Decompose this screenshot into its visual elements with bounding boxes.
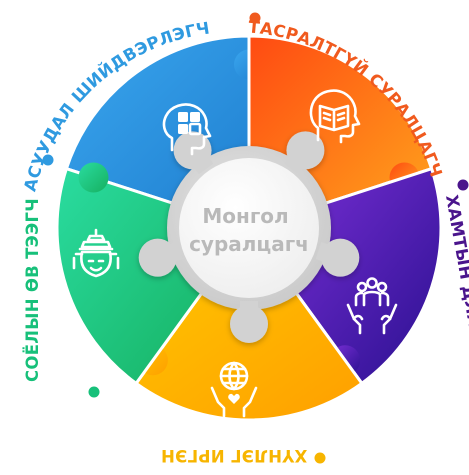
svg-text:ХАМТЫН ДЛАГАТАЙ ИРГЭН: ХАМТЫН ДЛАГАТАЙ ИРГЭН [442,193,469,459]
group-hands-icon [346,277,398,335]
gear-tooth [230,305,268,343]
bullet-dot-icon [42,154,54,166]
head-puzzle-icon [162,103,212,156]
gear-tooth-stem [315,241,339,265]
head-book-icon [309,89,361,144]
svg-text:ХҮНЛЭГ ИРГЭН: ХҮНЛЭГ ИРГЭН [161,446,307,465]
svg-text:Монгол суралцагч: Монгол суралцагч [189,204,309,256]
gear-tooth-stem [240,301,258,319]
puzzle-knob [78,162,109,193]
svg-text:СОЁЛЫН ӨВ ТЭЭГЧ: СОЁЛЫН ӨВ ТЭЭГЧ [23,198,42,382]
label-humane-citizen: ХҮНЛЭГ ИРГЭН [161,446,307,465]
bullet-dot-icon [249,12,261,24]
label-collaborative-citizen: ХАМТЫН ДЛАГАТАЙ ИРГЭН [442,193,469,459]
globe-hands-icon [210,361,258,418]
gear-tooth-stem [284,149,310,175]
bullet-dot-icon [314,452,326,464]
bullet-dot-icon [457,179,469,191]
center-hub [179,158,319,298]
center-title-line-2: суралцагч [189,232,309,256]
gear-tooth-stem [159,241,183,265]
segment-label-collaborative-citizen: ХАМТЫН ДЛАГАТАЙ ИРГЭН [442,179,469,459]
gear-tooth-stem [188,149,214,175]
mongol-figure-icon [72,228,120,278]
central-gear: Монгол суралцагч [138,131,360,343]
segment-label-humane-citizen: ХҮНЛЭГ ИРГЭН [161,446,326,465]
label-cultural-heritage: СОЁЛЫН ӨВ ТЭЭГЧ [23,198,42,382]
center-title-line-1: Монгол [202,204,288,228]
bullet-dot-icon [88,386,100,398]
segment-label-cultural-heritage: СОЁЛЫН ӨВ ТЭЭГЧ [23,198,100,398]
